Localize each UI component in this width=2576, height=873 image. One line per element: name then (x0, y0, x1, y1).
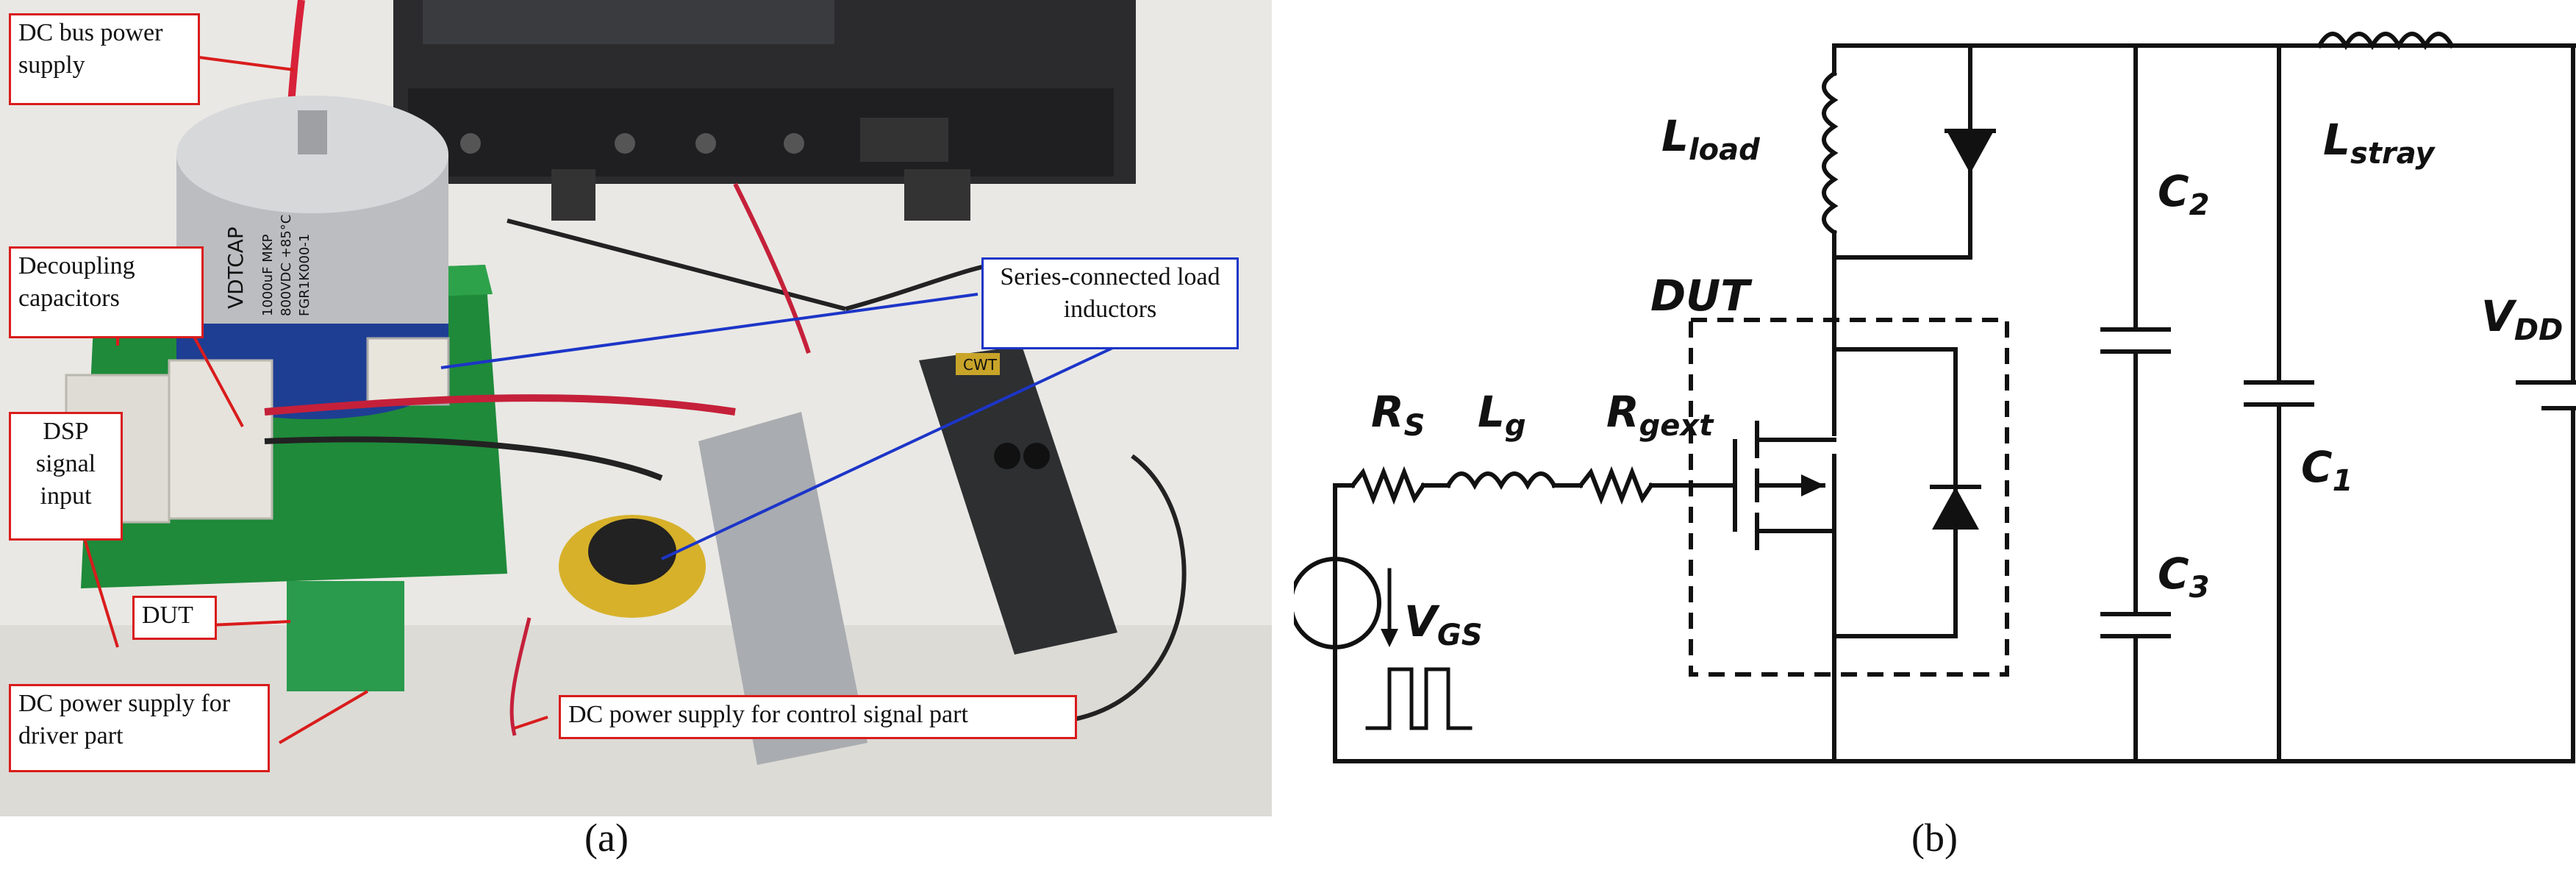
current-probe: CWT (919, 346, 1117, 655)
test-setup-photo: VDTCAP 1000uF MKP 800VDC +85°C FGR1K000-… (0, 0, 1272, 816)
resistor-rgext (1577, 466, 1655, 505)
body-diode (1932, 487, 1979, 530)
capacitor-line2: 800VDC +85°C (279, 215, 294, 316)
label-l-g: Lg (1478, 387, 1526, 443)
label-r-s: RS (1371, 387, 1425, 443)
capacitor-line3: FGR1K000-1 (297, 234, 312, 316)
capacitor-brand: VDTCAP (223, 227, 248, 309)
load-inductor (1822, 70, 1839, 236)
callout-dc-bus: DC bus power supply (9, 13, 200, 105)
circuit-schematic: Lload C2 Lstray DUT VDD RS Lg Rgext C1 C… (1289, 0, 2576, 816)
panel-a-label: (a) (584, 816, 629, 860)
label-c3: C3 (2158, 549, 2209, 605)
label-c2: C2 (2158, 166, 2209, 222)
callout-dc-driver: DC power supply for driver part (9, 684, 270, 772)
label-v-gs: VGS (1404, 596, 1483, 652)
resistor-rs (1349, 466, 1427, 505)
schematic-drawing: Lload C2 Lstray DUT VDD RS Lg Rgext C1 C… (1289, 32, 2576, 763)
oscilloscope (393, 0, 1136, 221)
label-dut: DUT (1650, 271, 1753, 321)
heatsink (698, 412, 867, 765)
dut-boundary (1689, 318, 2009, 677)
inductor-lg (1445, 471, 1558, 491)
label-v-dd: VDD (2481, 291, 2563, 347)
label-l-stray: Lstray (2323, 115, 2436, 171)
callout-inductors: Series-connected load inductors (981, 257, 1239, 349)
callout-dut: DUT (132, 596, 217, 640)
callout-dc-control: DC power supply for control signal part (559, 695, 1077, 739)
label-c1: C1 (2301, 442, 2353, 498)
load-inductor-1 (366, 337, 450, 406)
label-l-load: Lload (1661, 111, 1760, 167)
capacitor-line1: 1000uF MKP (260, 234, 276, 316)
panel-b-label: (b) (1911, 816, 1958, 860)
probe-brand: CWT (963, 356, 998, 374)
stray-inductor (2316, 32, 2455, 51)
freewheel-diode (1947, 131, 1994, 174)
driver-board (287, 581, 404, 691)
label-r-gext: Rgext (1606, 387, 1714, 443)
callout-dsp: DSP signal input (9, 412, 123, 541)
callout-decoupling: Decoupling capacitors (9, 246, 204, 338)
